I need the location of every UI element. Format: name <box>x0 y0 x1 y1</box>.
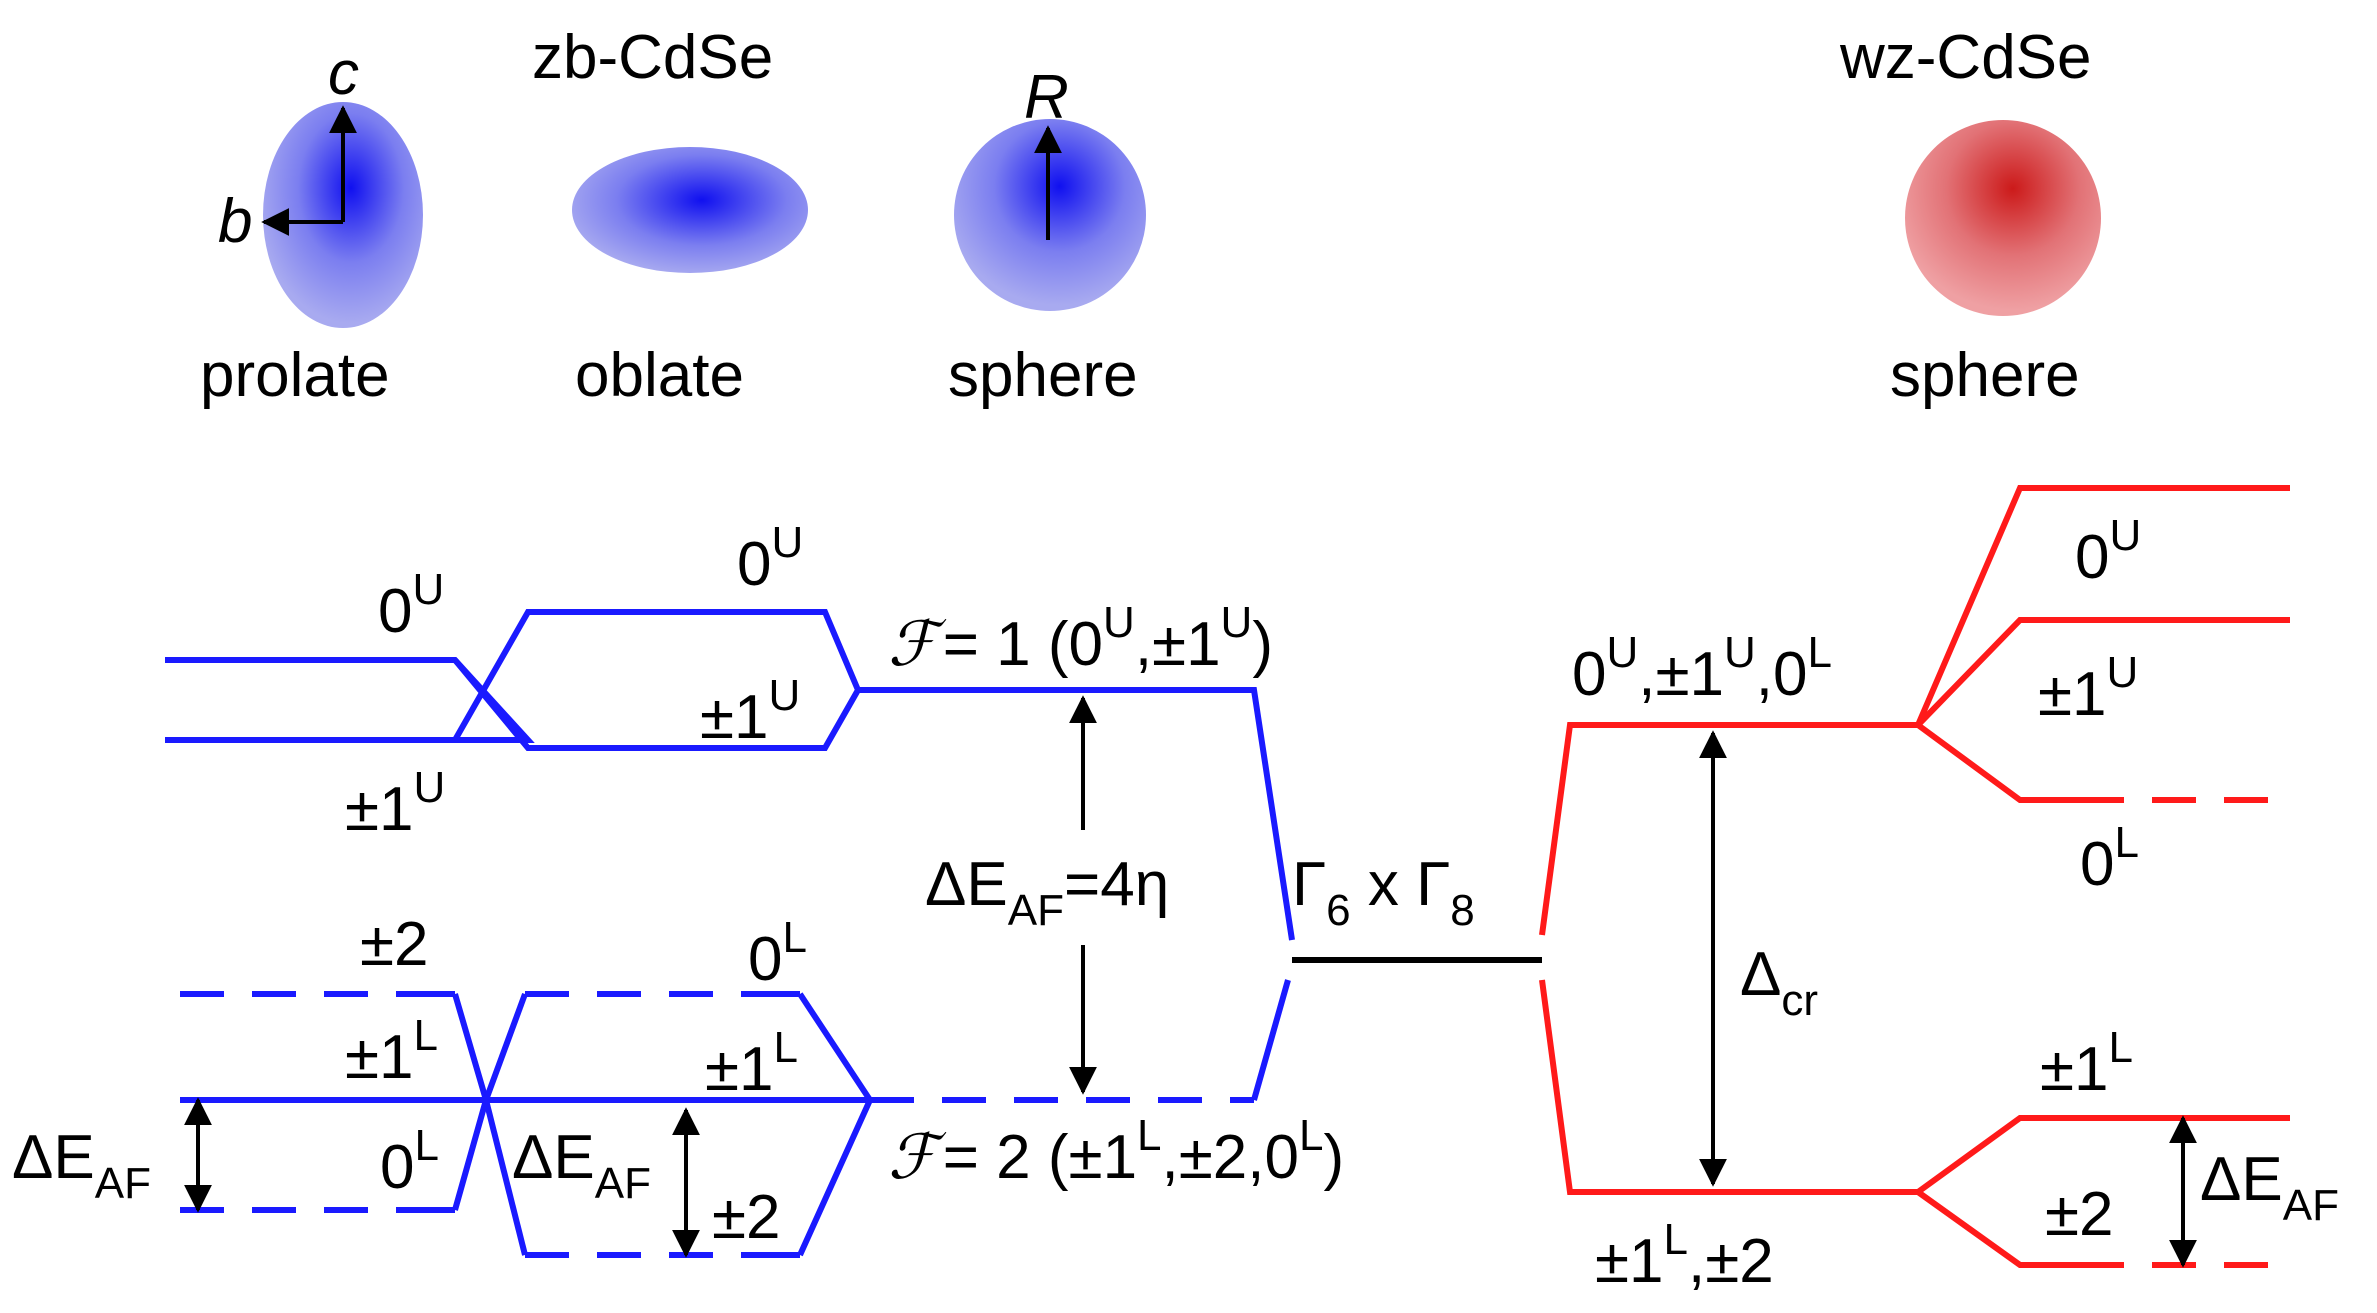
oblate-pm1L-label: ±1L <box>705 1023 798 1104</box>
wz-upper-label: 0U,±1U,0L <box>1572 628 1832 709</box>
zb-title: zb-CdSe <box>532 23 773 92</box>
wz-lower-line <box>1539 979 1918 1195</box>
wz-pm1U-label: ±1U <box>2038 648 2138 729</box>
oblate-pm2-label: ±2 <box>712 1183 781 1252</box>
zb-oblate-lower-link-a <box>483 992 528 1102</box>
wz-split-pm2 <box>1916 1189 2080 1268</box>
shapes-row: zb-CdSe wz-CdSe c b prolate oblate R sph… <box>200 23 2101 410</box>
oblate-label: oblate <box>575 341 744 410</box>
prolate-pm1L-label: ±1L <box>345 1011 438 1092</box>
wz-sphere-label: sphere <box>1890 341 2080 410</box>
sphere-gap-label: ΔEAF=4η <box>925 850 1169 935</box>
level-labels: 0U ±1U ±2 ±1L 0L ΔEAF 0U ±1U 0L ±1L ±2 Δ… <box>12 511 2339 1296</box>
prolate-pm2-label: ±2 <box>360 910 429 979</box>
prolate-label: prolate <box>200 341 390 410</box>
wz-0L-label: 0L <box>2080 818 2139 899</box>
zb-sphere-f2-link <box>1251 979 1291 1101</box>
prolate-0L-label: 0L <box>380 1121 439 1202</box>
wz-upper-line <box>1539 722 1918 936</box>
oblate-pm1U-label: ±1U <box>700 671 800 752</box>
zb-prolate-upper-lines <box>165 657 535 743</box>
oblate-0L-label: 0L <box>748 913 807 994</box>
prolate-0U-label: 0U <box>378 565 444 646</box>
wz-pm2-label: ±2 <box>2045 1180 2114 1249</box>
wz-0U-label: 0U <box>2075 511 2141 592</box>
center-gamma-label: Γ6 x Γ8 <box>1292 850 1475 935</box>
oblate-shape <box>572 147 808 273</box>
wz-level-lines <box>1539 485 2290 1268</box>
wz-split-pm1U <box>1915 617 2290 728</box>
oblate-0U-label: 0U <box>737 518 803 599</box>
sphere-f1-label: ℱ= 1 (0U,±1U) <box>888 598 1273 680</box>
wz-split-0L <box>1916 722 2080 803</box>
prolate-c-label: c <box>328 39 359 108</box>
zb-oblate-lower-links-right <box>797 992 874 1257</box>
wz-crystal-field-label: Δcr <box>1740 940 1818 1025</box>
zb-sphere-label: sphere <box>948 341 1138 410</box>
oblate-gap-label: ΔEAF <box>512 1123 651 1208</box>
sphere-r-label: R <box>1024 63 1069 132</box>
prolate-b-label: b <box>218 187 252 256</box>
zb-sphere-f1-line <box>858 687 1295 941</box>
zb-oblate-lower-link-b <box>483 1099 528 1256</box>
zb-solid-joins <box>430 991 800 1258</box>
wz-lower-label: ±1L,±2 <box>1595 1215 1774 1296</box>
prolate-pm1U-label: ±1U <box>345 763 445 844</box>
wz-pm1L-label: ±1L <box>2040 1023 2133 1104</box>
sphere-f2-label: ℱ= 2 (±1L,±2,0L) <box>888 1111 1344 1193</box>
wz-sphere-shape <box>1905 120 2101 316</box>
wz-af-label: ΔEAF <box>2200 1145 2339 1230</box>
wz-split-0U <box>1915 485 2290 727</box>
zb-level-lines <box>165 609 1295 1258</box>
gap-arrows <box>184 695 2197 1268</box>
wz-split-pm1L <box>1916 1115 2290 1195</box>
prolate-gap-label: ΔEAF <box>12 1123 151 1208</box>
wz-title: wz-CdSe <box>1839 23 2092 92</box>
